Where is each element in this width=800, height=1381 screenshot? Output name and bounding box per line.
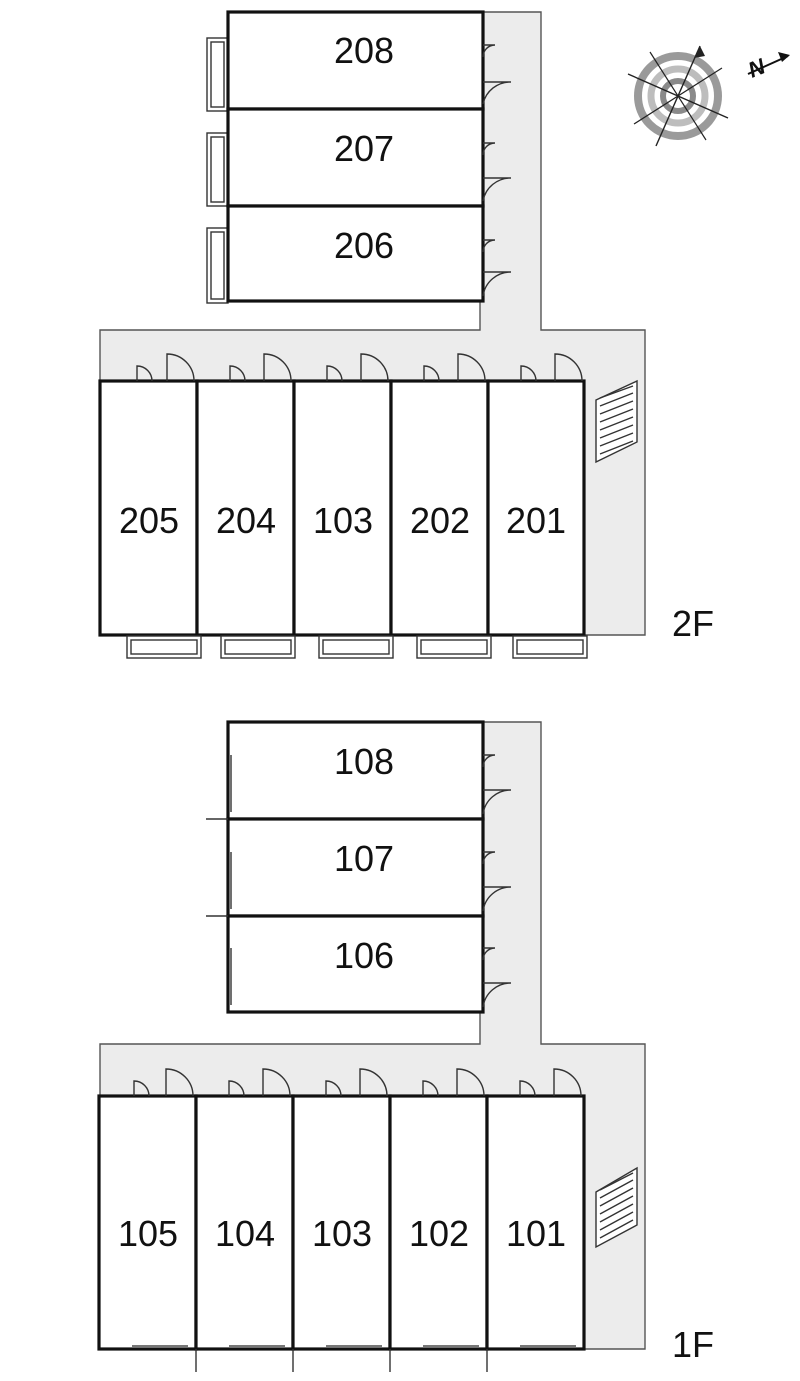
doors-2f-lower <box>136 353 583 382</box>
bottom-marks-1f <box>132 1345 576 1372</box>
room-103 <box>292 379 393 637</box>
compass-label: N <box>745 53 770 83</box>
stairs-1f-icon <box>595 1166 638 1249</box>
floor-label-1f: 1F <box>672 1324 714 1365</box>
room-107 <box>226 817 485 918</box>
balconies-2f-upper <box>206 37 229 304</box>
room-number: 103 <box>312 1213 372 1254</box>
room-number: 207 <box>334 128 394 169</box>
room-number: 208 <box>334 30 394 71</box>
side-marks-1f <box>206 755 232 1005</box>
doors-2f-upper <box>482 44 512 297</box>
doors-1f-lower <box>133 1068 582 1097</box>
room-number: 103 <box>313 500 373 541</box>
room-103 <box>291 1094 392 1351</box>
room-number: 202 <box>410 500 470 541</box>
doors-1f-upper <box>482 754 512 1008</box>
floor-1f: 108 107 106 105 104 103 102 101 <box>97 720 714 1372</box>
room-207 <box>226 107 485 208</box>
room-number: 205 <box>119 500 179 541</box>
room-number: 104 <box>215 1213 275 1254</box>
room-number: 206 <box>334 225 394 266</box>
room-number: 106 <box>334 935 394 976</box>
floor-label-2f: 2F <box>672 603 714 644</box>
room-201 <box>486 379 586 637</box>
room-number: 102 <box>409 1213 469 1254</box>
room-202 <box>389 379 490 637</box>
room-206 <box>226 204 485 303</box>
room-108 <box>226 720 485 821</box>
room-number: 101 <box>506 1213 566 1254</box>
room-number: 201 <box>506 500 566 541</box>
stairs-2f-icon <box>595 379 638 464</box>
room-number: 108 <box>334 741 394 782</box>
floor-2f: 208 207 206 205 204 103 202 201 <box>98 10 714 659</box>
room-208 <box>226 10 485 111</box>
room-106 <box>226 914 485 1014</box>
room-205 <box>98 379 199 637</box>
north-arrow-compass-icon <box>627 45 790 147</box>
room-104 <box>194 1094 295 1351</box>
room-number: 204 <box>216 500 276 541</box>
balconies-2f-lower <box>126 635 588 659</box>
room-105 <box>97 1094 198 1351</box>
compass: N <box>627 45 790 147</box>
room-number: 107 <box>334 838 394 879</box>
room-101 <box>485 1094 586 1351</box>
room-number: 105 <box>118 1213 178 1254</box>
